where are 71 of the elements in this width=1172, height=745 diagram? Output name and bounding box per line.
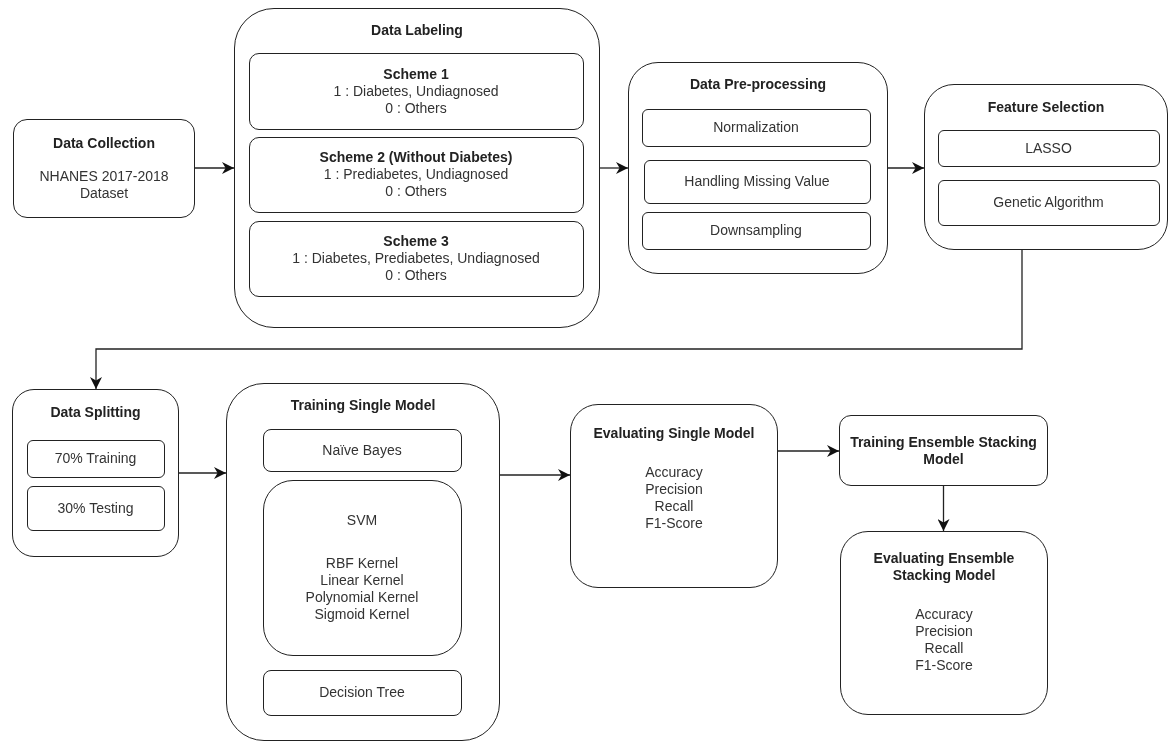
group-box [226,383,500,741]
label-text: Genetic Algorithm [992,194,1105,211]
heading: Data Splitting [49,404,142,421]
label-text: Precision [644,481,704,498]
label-text: 1 : Diabetes, Prediabetes, Undiagnosed [291,250,541,267]
heading: Evaluating Single Model [592,425,756,442]
heading: Scheme 1 [382,65,450,83]
process-box [262,479,462,656]
label-text: Sigmoid Kernel [313,606,411,623]
process-box [26,485,165,531]
group-box [924,84,1168,250]
label-text: Handling Missing Value [683,173,831,190]
process-box [937,179,1160,226]
process-box [26,439,165,478]
label-text: 0 : Others [384,267,448,284]
process-box [937,129,1160,167]
heading: Feature Selection [986,99,1106,116]
label-text: NHANES 2017-2018 Dataset [38,168,170,202]
group-box [628,62,888,274]
arrow [777,445,840,457]
process-box [840,531,1048,715]
label-text: Accuracy [914,606,974,623]
label-text: 0 : Others [384,99,448,117]
arrow [90,249,1023,390]
process-box [641,108,871,147]
label-text: 30% Testing [56,499,135,517]
label-text: Naïve Bayes [321,441,403,459]
group-box [234,8,600,328]
label-text: Linear Kernel [319,572,405,589]
process-box [13,119,195,218]
arrow [937,485,950,532]
process-box [643,159,871,204]
heading: Scheme 3 [382,233,450,250]
arrow [887,162,925,174]
label-text: 70% Training [53,450,138,467]
process-box [248,136,584,213]
label-text: Decision Tree [318,684,406,701]
process-box [641,211,871,250]
process-box [262,428,462,472]
process-box [262,669,462,716]
label-text: 0 : Others [384,183,448,200]
label-text: 1 : Prediabetes, Undiagnosed [322,166,510,183]
heading: Training Single Model [289,397,437,414]
label-text: Recall [923,640,965,657]
process-box [839,415,1048,486]
process-box [570,404,778,588]
label-text: Recall [653,498,695,515]
arrow [194,162,235,174]
heading: Scheme 2 (Without Diabetes) [318,149,514,166]
heading: Training Ensemble Stacking Model [849,433,1038,468]
label-text: RBF Kernel [324,555,400,572]
process-box [248,52,584,130]
heading: Evaluating Ensemble Stacking Model [872,550,1016,584]
arrow [599,162,629,174]
label-text: Precision [914,623,974,640]
label-text: 1 : Diabetes, Undiagnosed [332,82,500,100]
label-text: SVM [345,512,379,529]
label-text: Polynomial Kernel [304,589,420,606]
arrow [499,469,571,481]
label-text: F1-Score [644,515,704,532]
label-text: Accuracy [644,464,704,481]
group-box [12,389,179,557]
label-text: Normalization [712,119,800,136]
label-text: Downsampling [709,222,803,239]
heading: Data Collection [52,135,156,152]
label-text: LASSO [1024,139,1073,157]
label-text: F1-Score [914,657,974,674]
heading: Data Labeling [370,22,464,39]
heading: Data Pre-processing [688,76,828,93]
process-box [248,220,584,297]
arrow [178,467,227,479]
